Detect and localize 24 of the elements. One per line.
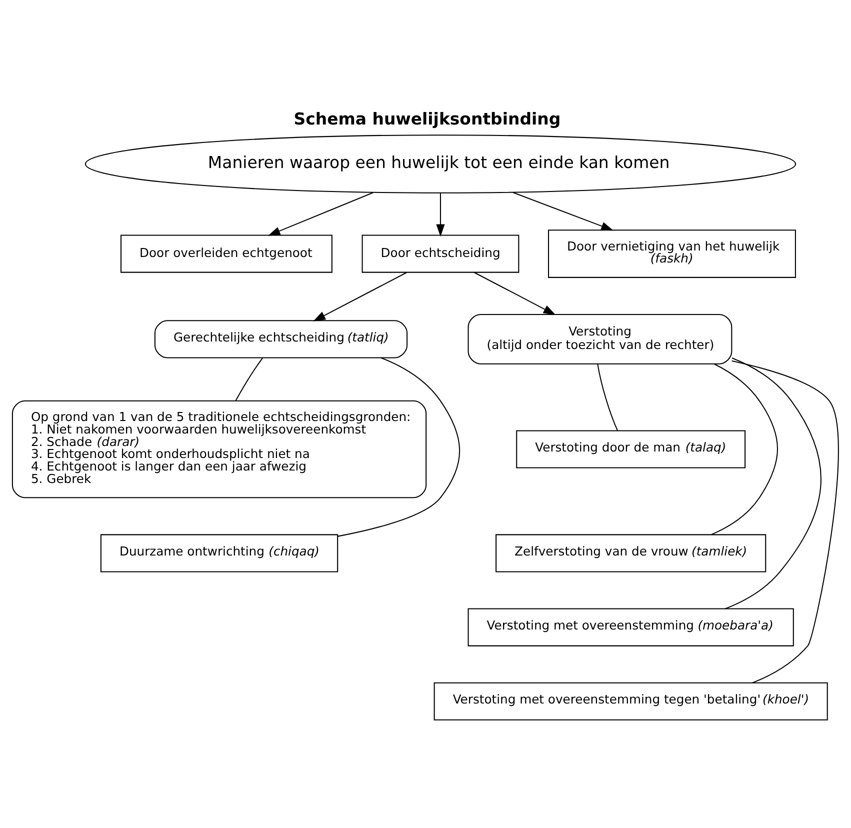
connector — [711, 363, 778, 536]
arrow — [313, 272, 407, 322]
connector — [725, 358, 822, 610]
connector — [732, 360, 839, 684]
arrow — [474, 272, 556, 316]
node-box: Verstoting met overeenstemming (moebara'a) — [468, 608, 794, 646]
node-ellipse: Manieren waarop een huwelijk tot een einde kan komen — [84, 134, 796, 194]
arrow — [512, 192, 614, 231]
node-box: Zelfverstoting van de vrouw (tamliek) — [496, 534, 766, 572]
node-box: Gerechtelijke echtscheiding (tatliq) — [154, 320, 408, 358]
connector — [235, 358, 263, 401]
node-box: Op grond van 1 van de 5 traditionele echtscheidingsgronden: 1. Niet nakomen voorwaarden huwelijksovereenkomst 2. Schade (darar) 3. Echtgenoot komt onderhoudsplicht niet na 4. Echtgenoot is langer dan een jaar afwezig 5. Gebrek — [12, 400, 427, 498]
node-box: Door vernietiging van het huwelijk (faskh) — [548, 230, 796, 278]
node-box: Verstoting met overeenstemming tegen 'betaling' (khoel') — [434, 682, 828, 720]
connector — [338, 357, 460, 537]
node-box: Verstoting (altijd onder toezicht van de rechter) — [468, 314, 732, 364]
node-box: Door overleiden echtgenoot — [120, 234, 332, 273]
node-box: Verstoting door de man (talaq) — [516, 430, 746, 468]
node-box: Door echtscheiding — [362, 234, 520, 273]
connector — [597, 364, 618, 431]
diagram-title: Schema huwelijksontbinding — [294, 109, 561, 128]
arrow — [268, 192, 374, 236]
node-box: Duurzame ontwrichting (chiqaq) — [100, 534, 338, 572]
arrow — [436, 193, 445, 237]
